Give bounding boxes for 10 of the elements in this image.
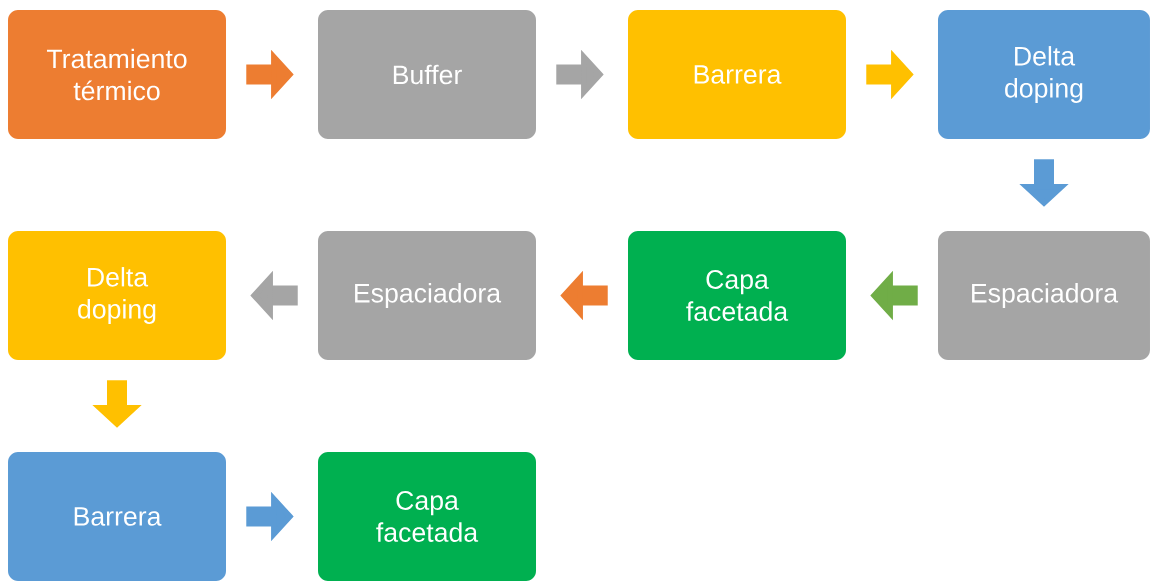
process-box: Espaciadora [938,231,1150,360]
process-box: Capa facetada [628,231,846,360]
process-box: Tratamiento térmico [8,10,226,139]
process-box: Espaciadora [318,231,536,360]
process-box: Barrera [628,10,846,139]
process-box: Buffer [318,10,536,139]
process-box: Capa facetada [318,452,536,581]
process-box: Delta doping [938,10,1150,139]
process-box: Barrera [8,452,226,581]
process-box: Delta doping [8,231,226,360]
